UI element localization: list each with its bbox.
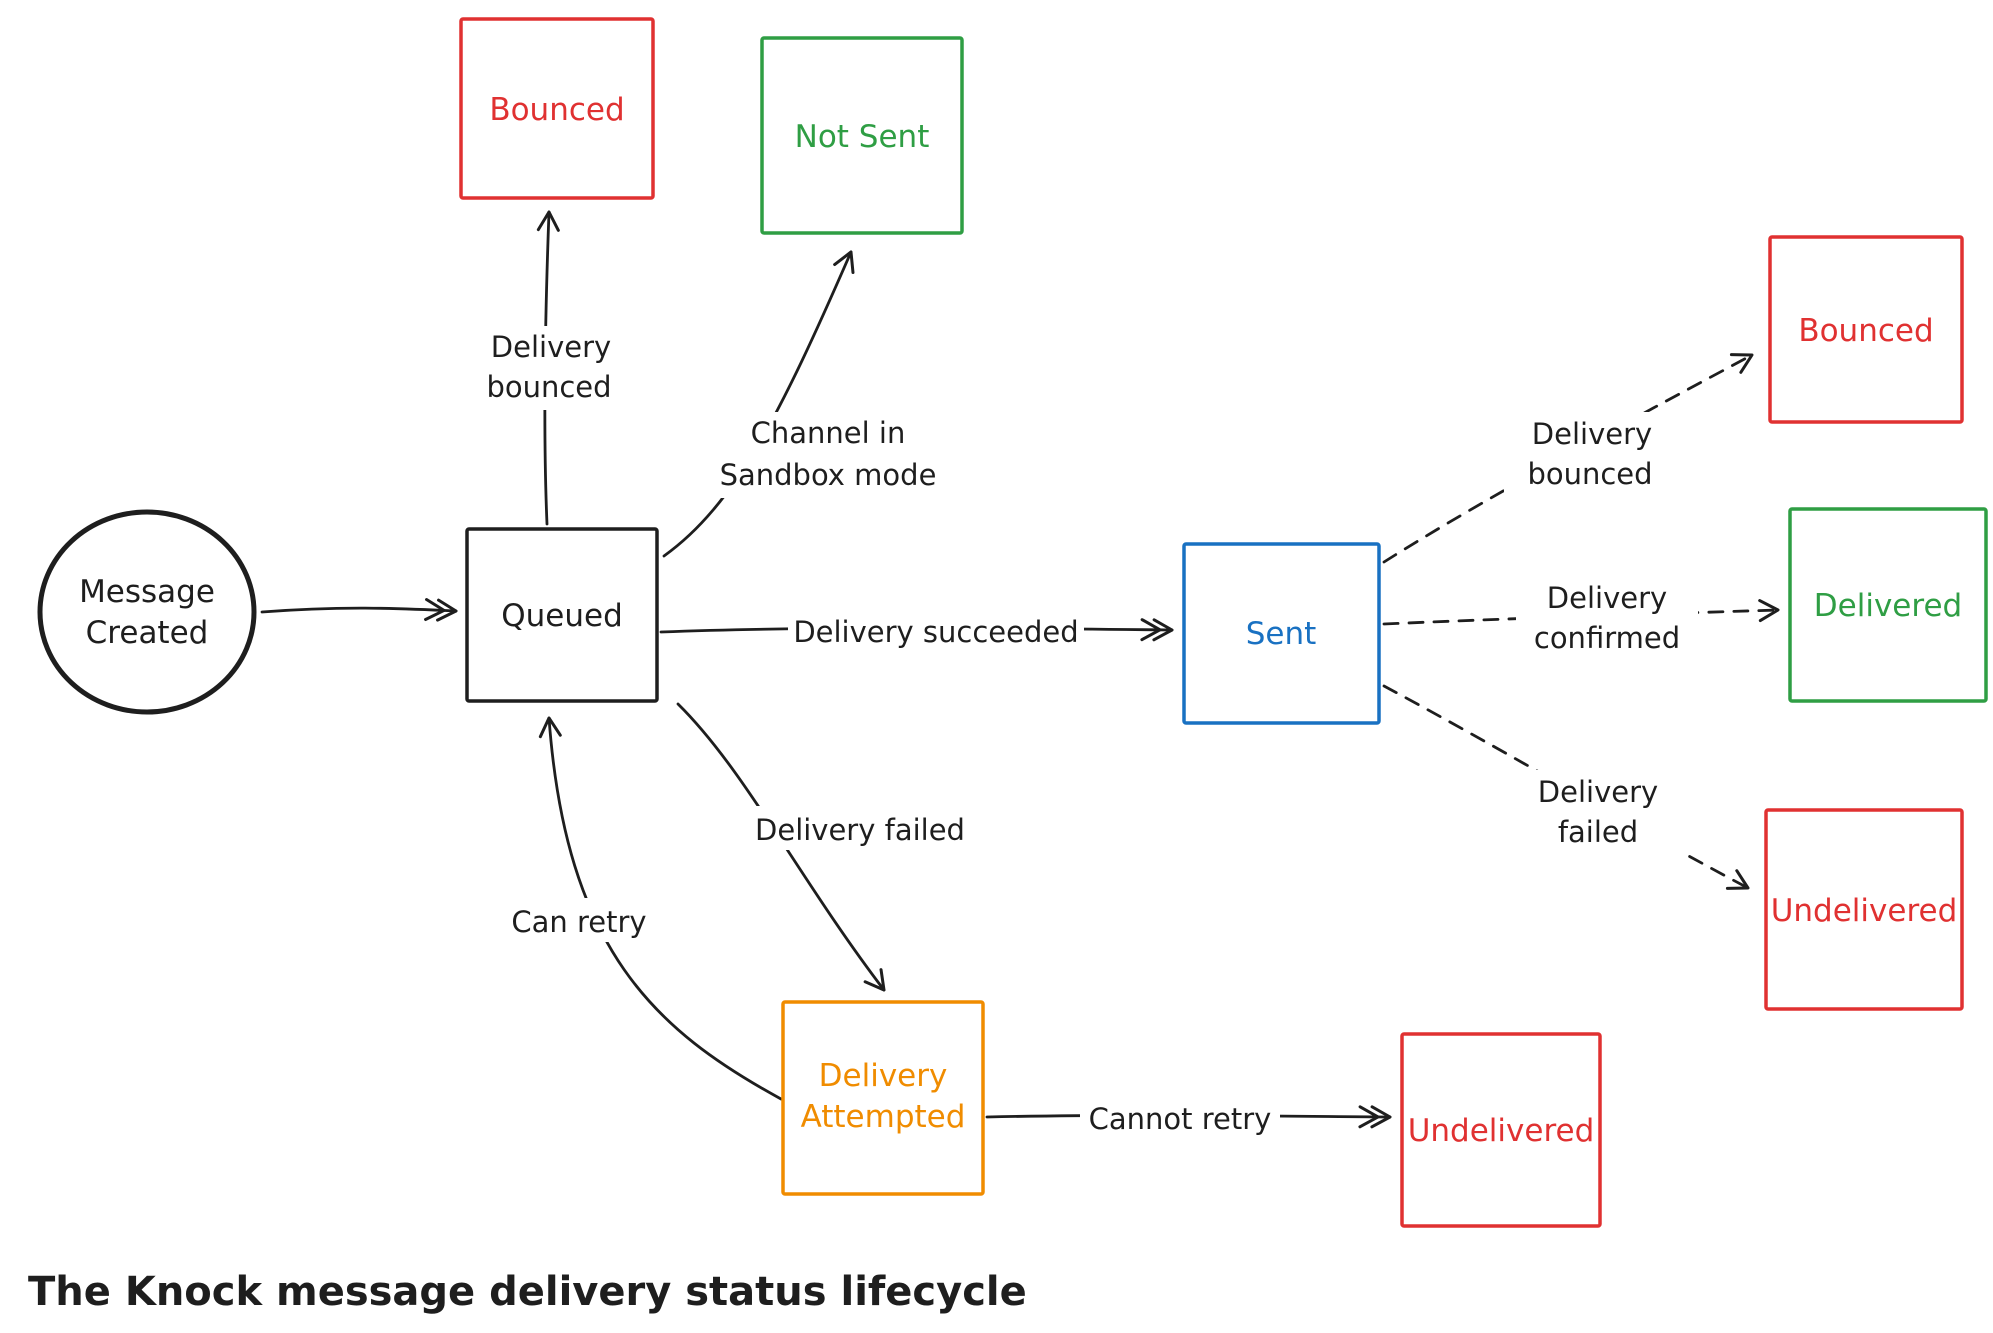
edge-label-bg xyxy=(1504,412,1680,496)
edge-label-text: Sandbox mode xyxy=(720,458,937,492)
node-sent-shape xyxy=(1182,542,1381,725)
edge-label-queued-to-attempted: Delivery failed xyxy=(752,806,968,850)
edge-label-attempted-to-queued: Can retry xyxy=(506,898,652,942)
node-sent: Sent xyxy=(1182,542,1381,725)
node-bounced-right: Bounced xyxy=(1768,235,1964,424)
edge-label-attempted-to-undelivered: Cannot retry xyxy=(1080,1094,1280,1140)
edge-label-text: Delivery xyxy=(1547,581,1667,615)
node-message-created-label: Created xyxy=(86,615,209,651)
edge-label-bg xyxy=(788,608,1084,652)
node-undelivered-right-label: Undelivered xyxy=(1771,893,1958,929)
edge-label-bg xyxy=(708,412,950,498)
edge-label-text: Delivery xyxy=(1532,417,1652,451)
edge-label-bg xyxy=(1516,576,1698,660)
edge-label-bg xyxy=(1512,770,1684,854)
edge-queued-to-not-sent xyxy=(662,250,855,558)
edge-attempted-to-queued xyxy=(538,716,783,1101)
edge-label-sent-to-undelivered: Delivery failed xyxy=(1512,770,1684,854)
node-undelivered-bottom-label: Undelivered xyxy=(1408,1113,1595,1149)
edge-label-text: Delivery xyxy=(1538,775,1658,809)
edge-label-text: bounced xyxy=(486,370,611,404)
node-undelivered-right: Undelivered xyxy=(1764,808,1964,1011)
node-message-created-shape xyxy=(37,509,257,715)
node-queued-label: Queued xyxy=(501,598,623,634)
edge-label-bg xyxy=(506,898,652,942)
node-delivery-attempted-label: Attempted xyxy=(801,1099,966,1135)
node-undelivered-right-shape xyxy=(1764,808,1964,1011)
edge-label-queued-to-not-sent: Channel in Sandbox mode xyxy=(708,412,950,498)
edge-label-text: Delivery failed xyxy=(755,813,965,847)
edge-label-bg xyxy=(1080,1094,1280,1140)
edge-label-text: Can retry xyxy=(511,905,646,939)
node-message-created-label: Message xyxy=(79,574,215,610)
node-delivery-attempted-label: Delivery xyxy=(819,1058,948,1094)
edge-label-text: Delivery xyxy=(491,330,611,364)
edge-label-text: Delivery succeeded xyxy=(793,615,1078,649)
node-delivery-attempted: Delivery Attempted xyxy=(781,1000,985,1196)
edge-label-text: failed xyxy=(1558,815,1638,849)
node-delivery-attempted-shape xyxy=(781,1000,985,1196)
node-not-sent-label: Not Sent xyxy=(795,119,930,155)
node-bounced-top-label: Bounced xyxy=(489,92,624,128)
node-queued-shape xyxy=(465,527,659,703)
node-queued: Queued xyxy=(465,527,659,703)
node-delivered: Delivered xyxy=(1788,507,1988,703)
edge-label-queued-to-sent: Delivery succeeded xyxy=(788,608,1084,652)
edge-label-text: confirmed xyxy=(1534,621,1680,655)
edge-label-bg xyxy=(462,326,640,410)
edge-label-queued-to-bounced: Delivery bounced xyxy=(462,326,640,410)
edge-label-text: Channel in xyxy=(751,416,906,450)
node-bounced-right-label: Bounced xyxy=(1798,313,1933,349)
node-undelivered-bottom: Undelivered xyxy=(1400,1032,1602,1228)
node-not-sent: Not Sent xyxy=(760,36,964,235)
edge-created-to-queued xyxy=(260,598,458,622)
node-delivered-label: Delivered xyxy=(1814,588,1962,624)
node-message-created: Message Created xyxy=(37,509,257,715)
node-not-sent-shape xyxy=(760,36,964,235)
node-bounced-right-shape xyxy=(1768,235,1964,424)
edge-label-text: bounced xyxy=(1527,457,1652,491)
diagram-caption: The Knock message delivery status lifecy… xyxy=(28,1269,1027,1315)
node-bounced-top-shape xyxy=(459,17,655,200)
node-sent-label: Sent xyxy=(1246,616,1317,652)
edge-label-bg xyxy=(752,806,968,850)
edge-label-sent-to-bounced: Delivery bounced xyxy=(1504,412,1680,496)
edge-label-text: Cannot retry xyxy=(1089,1102,1272,1136)
node-bounced-top: Bounced xyxy=(459,17,655,200)
edge-label-sent-to-delivered: Delivery confirmed xyxy=(1516,576,1698,660)
node-undelivered-bottom-shape xyxy=(1400,1032,1602,1228)
node-delivered-shape xyxy=(1788,507,1988,703)
